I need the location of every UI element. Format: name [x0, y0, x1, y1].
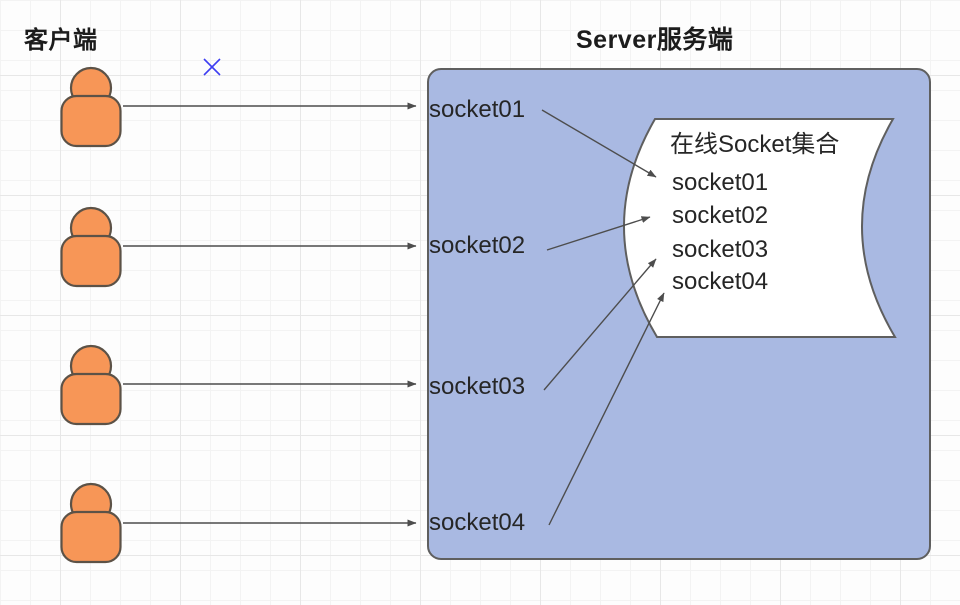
- collection-title[interactable]: 在线Socket集合: [670, 131, 840, 158]
- collection-item-socket04[interactable]: socket04: [672, 268, 769, 295]
- socket04-label[interactable]: socket04: [429, 509, 526, 536]
- socket03-label[interactable]: socket03: [429, 373, 526, 400]
- socket02-label[interactable]: socket02: [429, 232, 526, 259]
- server-side-title[interactable]: Server服务端: [576, 26, 734, 54]
- collection-item-socket02[interactable]: socket02: [672, 202, 769, 229]
- x-mark-icon: [203, 58, 221, 76]
- collection-item-socket01[interactable]: socket01: [672, 169, 769, 196]
- person-icon[interactable]: [60, 344, 122, 426]
- person-icon[interactable]: [60, 66, 122, 148]
- person-icon[interactable]: [60, 206, 122, 288]
- collection-item-socket03[interactable]: socket03: [672, 236, 769, 263]
- person-icon[interactable]: [60, 482, 122, 564]
- socket01-label[interactable]: socket01: [429, 96, 526, 123]
- client-side-title[interactable]: 客户端: [24, 27, 98, 54]
